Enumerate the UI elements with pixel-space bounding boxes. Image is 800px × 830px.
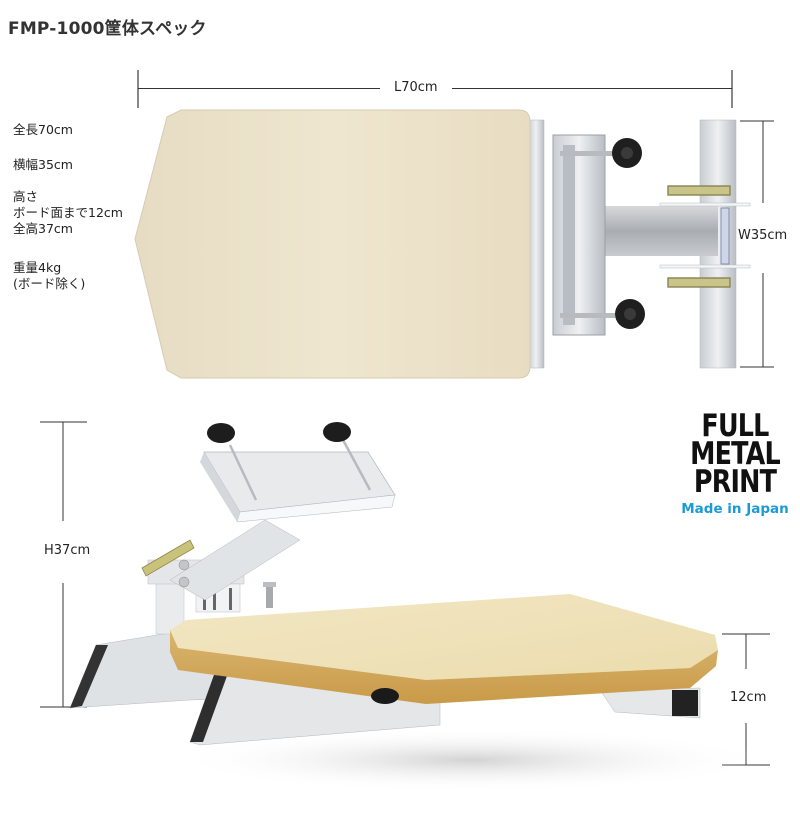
board-height-label: 12cm (730, 690, 767, 705)
length-tick-left (137, 70, 139, 108)
height-label: H37cm (44, 543, 91, 558)
spec-weight-note: (ボード除く) (13, 276, 86, 291)
length-label: L70cm (380, 80, 452, 95)
top-view-photo (135, 108, 775, 380)
length-tick-right (731, 70, 733, 108)
width-label: W35cm (738, 228, 788, 243)
spec-height-total: 全高37cm (13, 221, 73, 236)
logo-line-1: FULL (701, 408, 769, 444)
logo-line-3: PRINT (693, 464, 777, 500)
spec-height-heading: 高さ (13, 189, 39, 204)
spec-height-board: ボード面まで12cm (13, 205, 123, 220)
logo-line-2: METAL (690, 436, 781, 472)
spec-weight: 重量4kg (13, 260, 62, 275)
full-metal-print-logo: FULL METAL PRINT Made in Japan (680, 408, 790, 518)
page-title: FMP-1000筐体スペック (8, 19, 207, 39)
perspective-view-photo (60, 410, 740, 790)
spec-length: 全長70cm (13, 122, 73, 137)
made-in-japan-tagline: Made in Japan (681, 501, 789, 517)
spec-width: 横幅35cm (13, 157, 73, 172)
